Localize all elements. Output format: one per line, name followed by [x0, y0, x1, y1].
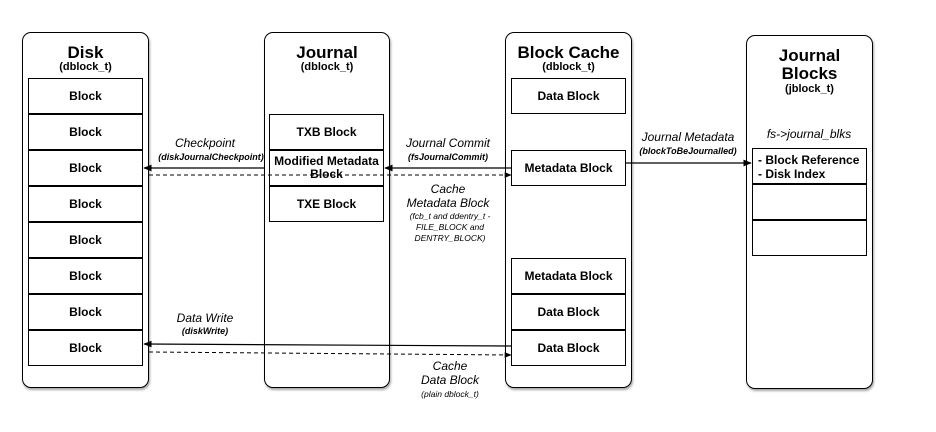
journal-subtitle: (dblock_t) — [300, 61, 354, 73]
journal-metadata-fn: (blockToBeJournalled) — [639, 146, 737, 156]
disk-block: Block — [28, 294, 143, 330]
cache-metadata-detail2: FILE_BLOCK and — [415, 222, 485, 232]
disk-block: Block — [28, 114, 143, 150]
disk-block: Block — [28, 258, 143, 294]
cache-metadata-block: Metadata Block — [511, 150, 626, 186]
cache-metadata-block: Metadata Block — [511, 258, 626, 294]
disk-block: Block — [28, 222, 143, 258]
journal-blocks-subtitle: (jblock_t) — [785, 83, 834, 95]
journal-blocks-title-line1: Journal — [778, 46, 841, 65]
cache-data-detail: (plain dblock_t) — [421, 389, 479, 399]
txb-block: TXB Block — [269, 114, 384, 150]
data-write-fn: (diskWrite) — [181, 326, 229, 336]
data-write-label: Data Write — [176, 311, 234, 325]
journal-commit-label: Journal Commit — [405, 136, 491, 150]
cache-data-label-line1: Cache — [432, 359, 468, 373]
cache-data-block: Data Block — [511, 78, 626, 114]
disk-block: Block — [28, 186, 143, 222]
journal-blks-list-label: fs->journal_blks — [766, 127, 852, 141]
cache-metadata-label-line2: Metadata Block — [406, 196, 490, 210]
cache-data-label-line2: Data Block — [420, 373, 480, 387]
entry-disk-index: - Disk Index — [758, 167, 826, 181]
checkpoint-label: Checkpoint — [174, 136, 236, 150]
cache-metadata-detail1: (fcb_t and ddentry_t - — [409, 211, 491, 221]
cache-metadata-label-line1: Cache — [430, 182, 466, 196]
entry-block-reference: - Block Reference — [758, 153, 860, 167]
disk-title: Disk — [67, 43, 104, 62]
journal-metadata-label: Journal Metadata — [641, 130, 735, 144]
journal-blocks-title-line2: Blocks — [781, 64, 838, 83]
disk-subtitle: (dblock_t) — [59, 61, 112, 73]
journal-block-entry: - Block Reference - Disk Index — [752, 148, 867, 184]
txe-block: TXE Block — [269, 186, 384, 222]
disk-block: Block — [28, 78, 143, 114]
disk-block: Block — [28, 330, 143, 366]
journal-title: Journal — [296, 43, 358, 62]
block-cache-subtitle: (dblock_t) — [542, 61, 595, 73]
cache-metadata-detail3: DENTRY_BLOCK) — [414, 233, 486, 243]
cache-data-block: Data Block — [511, 294, 626, 330]
checkpoint-fn: (diskJournalCheckpoint) — [158, 152, 264, 162]
disk-block: Block — [28, 150, 143, 186]
journal-block-empty — [752, 184, 867, 220]
modified-metadata-block: Modified Metadata Block — [269, 150, 384, 186]
cache-data-block: Data Block — [511, 330, 626, 366]
journal-block-empty — [752, 220, 867, 256]
journal-commit-fn: (fsJournalCommit) — [407, 152, 488, 162]
block-cache-title: Block Cache — [517, 43, 620, 62]
